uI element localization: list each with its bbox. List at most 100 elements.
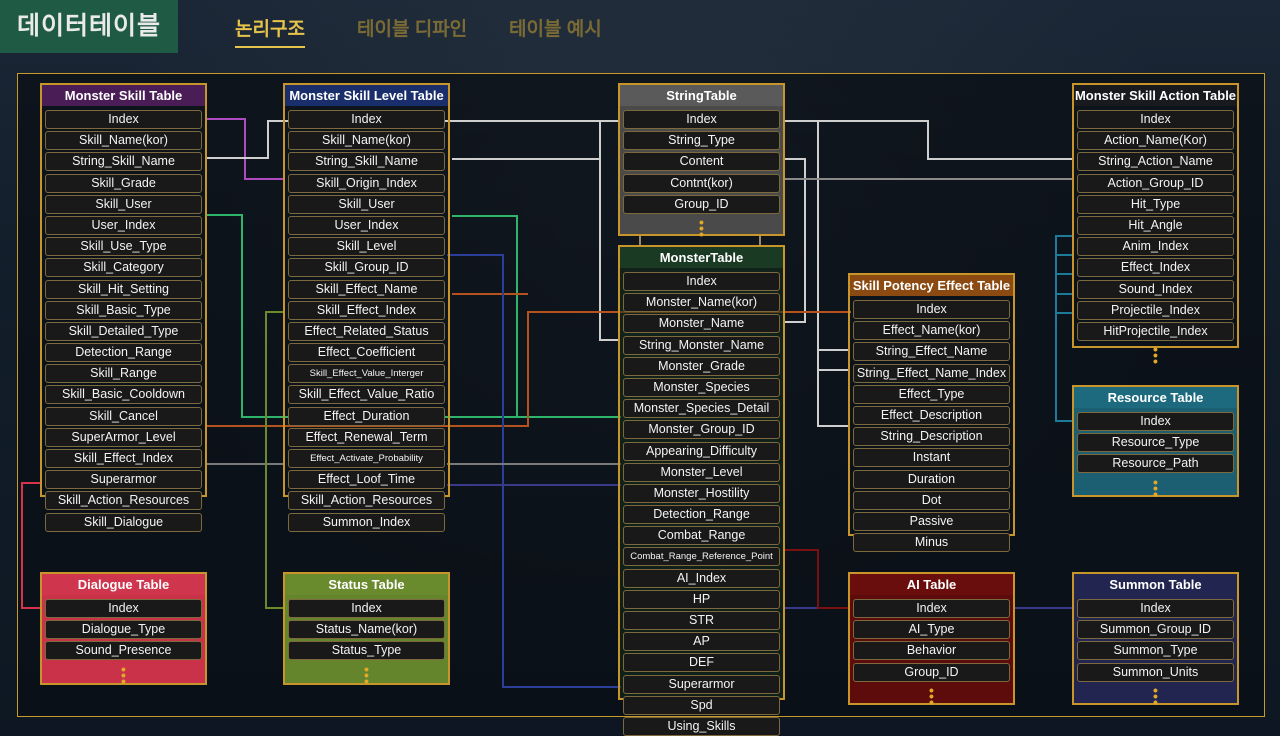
table-field: Index <box>623 272 780 291</box>
table-field: Spd <box>623 695 780 715</box>
table-field: Skill_Effect_Value_Interger <box>288 364 445 384</box>
table-field: Monster_Hostility <box>623 483 780 503</box>
table-field: Skill_Effect_Index <box>288 300 445 320</box>
table-field: Summon_Units <box>1077 662 1234 682</box>
table-field: Detection_Range <box>623 505 780 525</box>
table-field: Effect_Name(kor) <box>853 321 1010 341</box>
table-field: Hit_Type <box>1077 194 1234 214</box>
table-field: Skill_Cancel <box>45 406 202 426</box>
table-field: Detection_Range <box>45 343 202 363</box>
table-field: Skill_User <box>288 194 445 214</box>
table-field: Skill_Detailed_Type <box>45 321 202 341</box>
table-field: Superarmor <box>45 470 202 490</box>
table-field: Minus <box>853 533 1010 553</box>
table-field: DEF <box>623 653 780 673</box>
table-field: Summon_Type <box>1077 641 1234 661</box>
more-fields-ellipsis-icon: ••• <box>929 681 934 710</box>
table-field: Monster_Grade <box>623 356 780 376</box>
table-field: Summon_Group_ID <box>1077 620 1234 640</box>
table-field: Index <box>45 110 202 129</box>
table-field: Content <box>623 152 780 172</box>
table-field: Monster_Group_ID <box>623 420 780 440</box>
table-field: Monster_Level <box>623 462 780 482</box>
relationship-lines <box>21 118 1074 688</box>
table-field: Index <box>1077 110 1234 129</box>
table-title: Status Table <box>283 572 450 595</box>
table-field: Behavior <box>853 641 1010 661</box>
table-field: Index <box>288 599 445 618</box>
tab-table-example[interactable]: 테이블 예시 <box>509 19 602 40</box>
table-title: Skill Potency Effect Table <box>848 273 1015 296</box>
table-field: Projectile_Index <box>1077 300 1234 320</box>
table-field: Skill_Effect_Name <box>288 279 445 299</box>
table-field: Status_Name(kor) <box>288 620 445 640</box>
table-field: Skill_Basic_Type <box>45 300 202 320</box>
table-field: Passive <box>853 511 1010 531</box>
table-field: Skill_Group_ID <box>288 258 445 278</box>
table-field: Effect_Index <box>1077 258 1234 278</box>
table-field: Superarmor <box>623 674 780 694</box>
table-field: Skill_Name(kor) <box>45 131 202 151</box>
page-title: 데이터테이블 <box>0 0 178 53</box>
table-field: Skill_Basic_Cooldown <box>45 385 202 405</box>
table-field: User_Index <box>288 215 445 235</box>
table-field: Anim_Index <box>1077 237 1234 257</box>
table-title: Summon Table <box>1072 572 1239 595</box>
table-field: String_Skill_Name <box>288 152 445 172</box>
table-field: Group_ID <box>623 194 780 214</box>
table-field: Appearing_Difficulty <box>623 441 780 461</box>
table-field: Skill_User <box>45 194 202 214</box>
table-field: Group_ID <box>853 662 1010 682</box>
table-field: Monster_Name(kor) <box>623 293 780 313</box>
table-field: Effect_Duration <box>288 406 445 426</box>
table-field: SuperArmor_Level <box>45 427 202 447</box>
table-field: Index <box>288 110 445 129</box>
tab-logical-structure[interactable]: 논리구조 <box>235 14 305 48</box>
table-field: Monster_Name <box>623 314 780 334</box>
table-field: User_Index <box>45 215 202 235</box>
table-field: Skill_Action_Resources <box>45 491 202 511</box>
table-title: AI Table <box>848 572 1015 595</box>
table-field: AP <box>623 632 780 652</box>
table-field: Skill_Range <box>45 364 202 384</box>
tab-table-define[interactable]: 테이블 디파인 <box>357 19 468 40</box>
table-field: Combat_Range <box>623 526 780 546</box>
table-title: Monster Skill Level Table <box>283 83 450 106</box>
table-field: Hit_Angle <box>1077 215 1234 235</box>
more-fields-ellipsis-icon: ••• <box>1153 473 1158 502</box>
table-field: Effect_Activate_Probability <box>288 449 445 468</box>
table-field: Skill_Hit_Setting <box>45 279 202 299</box>
table-field: Dot <box>853 490 1010 510</box>
table-field: HitProjectile_Index <box>1077 321 1234 341</box>
more-fields-ellipsis-icon: ••• <box>121 660 126 689</box>
table-field: Combat_Range_Reference_Point <box>623 547 780 567</box>
table-field: Effect_Related_Status <box>288 321 445 341</box>
table-field: Skill_Origin_Index <box>288 173 445 193</box>
table-field: Monster_Species <box>623 377 780 397</box>
table-field: Instant <box>853 448 1010 468</box>
table-title: StringTable <box>618 83 785 106</box>
table-field: Index <box>853 300 1010 319</box>
table-title: Monster Skill Action Table <box>1072 83 1239 106</box>
table-field: Resource_Type <box>1077 433 1234 453</box>
table-field: Skill_Effect_Value_Ratio <box>288 385 445 405</box>
table-field: Index <box>45 599 202 618</box>
table-field: Skill_Category <box>45 258 202 278</box>
